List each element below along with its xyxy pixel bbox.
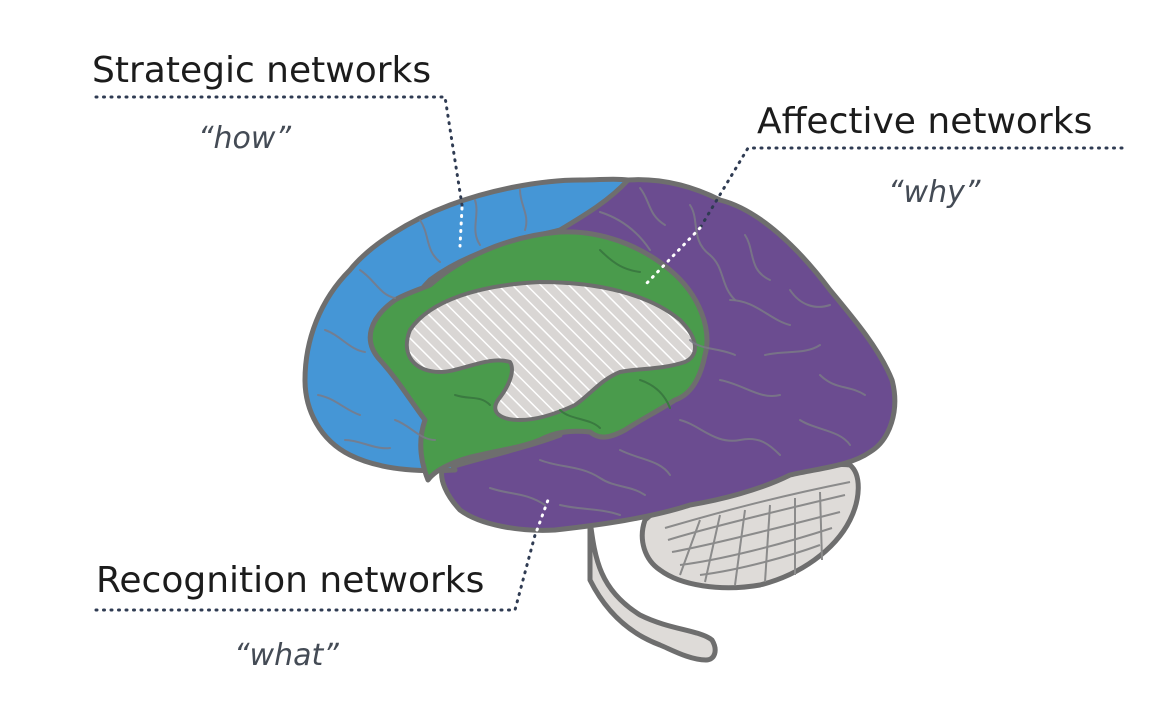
affective-title: Affective networks — [757, 101, 1092, 142]
purple-gyri — [489, 187, 866, 516]
affective-leader — [698, 146, 1124, 230]
leader-lines — [94, 95, 1124, 612]
corpus-callosum — [404, 280, 697, 422]
affective-quote: “why” — [888, 175, 981, 210]
strategic-title: Strategic networks — [92, 50, 431, 91]
brain-stem — [587, 517, 718, 663]
recognition-quote: “what” — [234, 638, 339, 673]
recognition-leader — [94, 533, 537, 612]
strategic-leader — [94, 95, 464, 207]
recognition-title: Recognition networks — [96, 560, 484, 601]
strategic-leader-tip — [458, 206, 464, 248]
green-gyri — [454, 249, 671, 429]
blue-gyri — [317, 189, 528, 450]
recognition-leader-tip — [535, 498, 550, 532]
strategic-quote: “how” — [198, 121, 291, 156]
affective-leader-tip — [644, 226, 702, 286]
